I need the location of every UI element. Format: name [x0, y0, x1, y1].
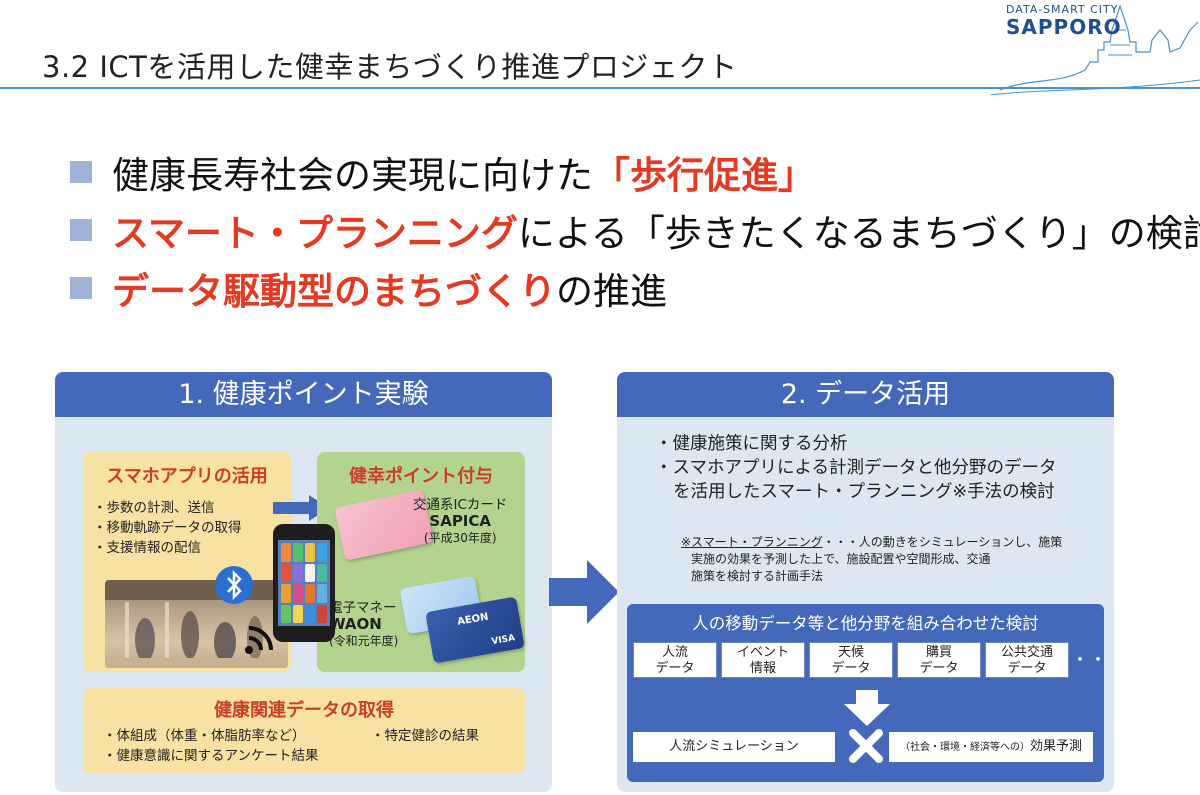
combined-analysis-box: 人の移動データ等と他分野を組み合わせた検討 人流データ イベント情報 天候データ… — [627, 604, 1114, 782]
data-chip: 天候データ — [809, 642, 893, 678]
card-type: 交通系ICカード — [413, 497, 508, 513]
health-point-panel: 1. 健康ポイント実験 スマホアプリの活用 歩数の計測、送信 移動軌跡データの取… — [55, 372, 552, 792]
flow-simulation-box: 人流シミュレーション — [633, 732, 835, 762]
key-point-text: 健康長寿社会の実現に向けた — [112, 154, 593, 197]
list-item: 健康意識に関するアンケート結果 — [103, 746, 319, 766]
waon-label: 電子マネー WAON (令和元年度) — [329, 600, 398, 649]
data-chip: 公共交通データ — [985, 642, 1069, 678]
note-text: 施策を検討する計画手法 — [691, 569, 824, 583]
cross-icon — [849, 729, 883, 763]
key-point-text: の推進 — [556, 270, 667, 313]
combined-analysis-title: 人の移動データ等と他分野を組み合わせた検討 — [692, 614, 1039, 633]
card-year: (平成30年度) — [423, 531, 497, 545]
list-item: 体組成（体重・体脂肪率など） — [103, 726, 318, 746]
health-data-box: 健康関連データの取得 体組成（体重・体脂肪率など） 健康意識に関するアンケート結… — [83, 688, 525, 774]
points-title: 健幸ポイント付与 — [349, 466, 493, 487]
logo-text-small: DATA-SMART CITY — [1006, 3, 1119, 16]
key-point-highlight: データ駆動型のまちづくり — [112, 270, 556, 313]
card-name: SAPICA — [429, 512, 492, 530]
note-term: ※スマート・プランニング — [681, 535, 823, 549]
effect-prediction-box: （社会・環境・経済等への）効果予測 — [889, 732, 1093, 762]
crowd-photo — [105, 580, 288, 668]
smart-planning-note: ※スマート・プランニング・・・人の動きをシミュレーションし、施策 実施の効果を予… — [681, 534, 1062, 585]
data-chip: イベント情報 — [721, 642, 805, 678]
list-item: 歩数の計測、送信 — [93, 498, 291, 518]
card-name: WAON — [329, 615, 382, 633]
panel-title: 2. データ活用 — [617, 372, 1114, 417]
arrow-down-icon — [844, 690, 890, 726]
list-item: 特定健診の結果 — [371, 726, 480, 746]
health-data-list-right: 特定健診の結果 — [371, 726, 480, 746]
square-bullet-icon — [70, 161, 92, 183]
card-year: (令和元年度) — [329, 634, 399, 648]
key-points: 健康長寿社会の実現に向けた 「歩行促進」 スマート・プランニング による「歩きた… — [70, 143, 1200, 317]
title-divider — [0, 87, 1200, 89]
list-item: 支援情報の配信 — [93, 538, 291, 558]
list-item: を活用したスマート・プランニング※手法の検討 — [673, 482, 1055, 502]
card-brand: AEON — [456, 611, 490, 628]
arrow-right-icon — [549, 560, 619, 624]
key-point-text: による「歩きたくなるまちづくり」の検討 — [517, 212, 1200, 255]
key-point: 健康長寿社会の実現に向けた 「歩行促進」 — [70, 143, 1200, 201]
logo-text-big: SAPPORO — [1006, 15, 1122, 39]
points-box: 健幸ポイント付与 交通系ICカード SAPICA (平成30年度) 電子マネー … — [317, 452, 525, 672]
data-chip: 人流データ — [633, 642, 717, 678]
smartphone-screen — [278, 540, 330, 626]
health-data-list-left: 体組成（体重・体脂肪率など） 健康意識に関するアンケート結果 — [103, 726, 319, 766]
sapporo-skyline-logo — [990, 4, 1200, 95]
list-item: ・健康施策に関する分析 — [655, 434, 848, 454]
arrow-right-icon — [273, 495, 329, 521]
smartphone-image — [273, 524, 335, 642]
card-network: VISA — [490, 633, 516, 648]
panel-title: 1. 健康ポイント実験 — [55, 372, 552, 417]
key-point-highlight: 「歩行促進」 — [593, 154, 815, 197]
page-title: 3.2 ICTを活用した健幸まちづくり推進プロジェクト — [42, 50, 738, 84]
data-utilization-list: ・健康施策に関する分析 ・スマホアプリによる計測データと他分野のデータ を活用し… — [655, 432, 1056, 504]
health-data-title: 健康関連データの取得 — [214, 700, 394, 721]
square-bullet-icon — [70, 277, 92, 299]
data-utilization-panel: 2. データ活用 ・健康施策に関する分析 ・スマホアプリによる計測データと他分野… — [617, 372, 1114, 792]
more-ellipsis: ・・・ — [1071, 650, 1114, 671]
key-point-highlight: スマート・プランニング — [112, 212, 518, 255]
square-bullet-icon — [70, 219, 92, 241]
key-point: スマート・プランニング による「歩きたくなるまちづくり」の検討 — [70, 201, 1200, 259]
note-text: ・・・人の動きをシミュレーションし、施策 — [822, 535, 1063, 549]
list-item: ・スマホアプリによる計測データと他分野のデータ — [655, 458, 1057, 478]
card-type: 電子マネー — [329, 600, 397, 616]
data-chip: 購買データ — [897, 642, 981, 678]
bluetooth-icon — [215, 566, 253, 604]
app-usage-title: スマホアプリの活用 — [106, 466, 268, 487]
wifi-signal-icon — [245, 626, 273, 654]
note-text: 実施の効果を予測した上で、施設配置や空間形成、交通 — [691, 552, 991, 566]
list-item: 移動軌跡データの取得 — [93, 518, 291, 538]
key-point: データ駆動型のまちづくり の推進 — [70, 259, 1200, 317]
sapica-label: 交通系ICカード SAPICA (平成30年度) — [413, 497, 507, 546]
app-usage-list: 歩数の計測、送信 移動軌跡データの取得 支援情報の配信 — [93, 498, 291, 558]
